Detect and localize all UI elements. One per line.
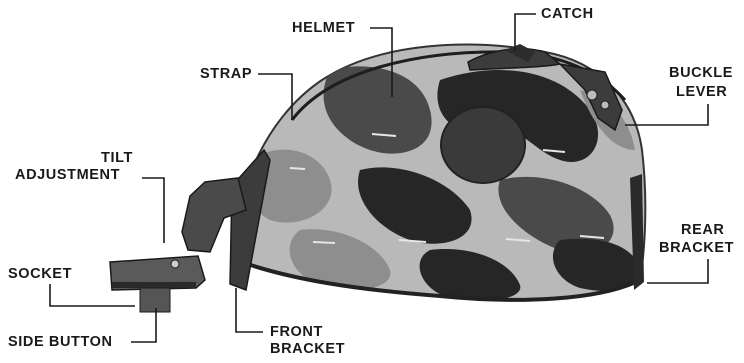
buckle-lever-leader (625, 104, 708, 125)
label-strap: STRAP (200, 66, 252, 83)
label-socket: SOCKET (8, 266, 72, 283)
label-front-bracket-line1: FRONT (270, 324, 323, 341)
label-tilt-adjustment-line1: TILT (101, 150, 133, 167)
side-button (140, 288, 170, 312)
rear-bracket-leader (647, 259, 708, 283)
side-button-leader (131, 308, 156, 342)
label-helmet: HELMET (292, 20, 355, 37)
label-rear-bracket-line1: REAR (681, 222, 725, 239)
label-buckle-lever-line2: LEVER (676, 84, 727, 101)
label-buckle-lever-line1: BUCKLE (669, 65, 733, 82)
front-bracket-leader (236, 288, 263, 332)
front-mount (110, 150, 270, 312)
label-tilt-adjustment-line2: ADJUSTMENT (15, 167, 120, 184)
label-side-button: SIDE BUTTON (8, 334, 113, 351)
label-front-bracket-line2: BRACKET (270, 341, 345, 358)
label-catch: CATCH (541, 6, 594, 23)
tilt-adjustment-leader (142, 178, 164, 243)
velcro-patch (441, 107, 525, 183)
label-rear-bracket-line2: BRACKET (659, 240, 734, 257)
